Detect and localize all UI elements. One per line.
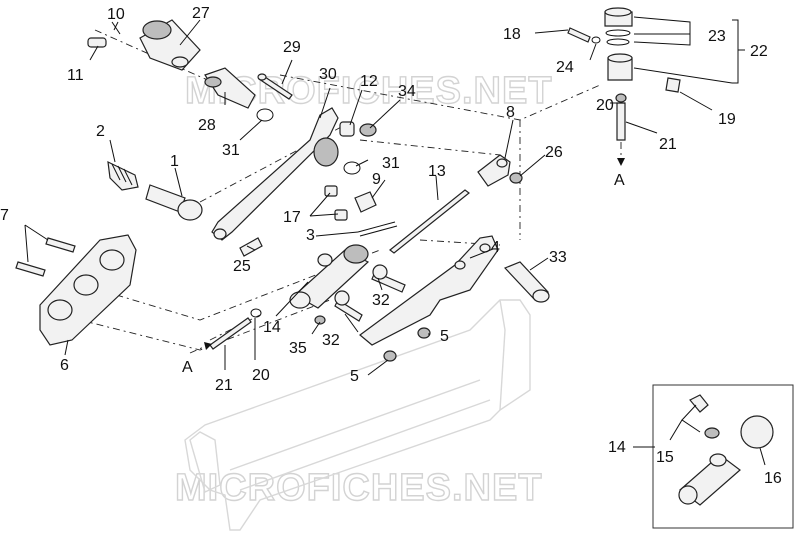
part-17-fitting-lower xyxy=(334,209,348,221)
label-1: 1 xyxy=(170,153,179,170)
part-19-bracket xyxy=(665,77,681,93)
label-31-mid: 31 xyxy=(382,155,400,172)
part-1-push-rod xyxy=(145,184,203,221)
label-14: 14 xyxy=(263,319,281,336)
label-28: 28 xyxy=(198,117,216,134)
part-20-clip-right xyxy=(615,93,627,103)
label-33: 33 xyxy=(549,249,567,266)
watermark-bottom: MICROFICHES.NET xyxy=(175,467,543,509)
label-19: 19 xyxy=(718,111,736,128)
part-31-washer-mid xyxy=(343,161,361,175)
inset-box xyxy=(652,384,794,529)
label-9: 9 xyxy=(372,171,381,188)
label-20-left: 20 xyxy=(252,367,270,384)
part-17-fitting-upper xyxy=(324,185,338,197)
label-5-lower: 5 xyxy=(350,368,359,385)
label-20-right: 20 xyxy=(596,97,614,114)
label-35: 35 xyxy=(289,340,307,357)
part-32-bolt-upper xyxy=(371,264,406,293)
frame-ghost xyxy=(184,299,531,531)
part-18-screw xyxy=(567,27,591,43)
label-29: 29 xyxy=(283,39,301,56)
part-11-clevis-pin xyxy=(87,37,107,48)
label-10: 10 xyxy=(107,6,125,23)
part-23-reservoir-cap xyxy=(604,7,633,46)
part-33-spacer xyxy=(503,261,550,303)
part-21-hose-left xyxy=(209,317,252,350)
part-22-reservoir xyxy=(607,53,633,81)
part-9-bush xyxy=(354,191,377,213)
label-A-right: A xyxy=(614,172,625,189)
label-17: 17 xyxy=(283,209,301,226)
part-21-hose-right xyxy=(616,102,626,141)
label-5-upper: 5 xyxy=(440,328,449,345)
label-3: 3 xyxy=(306,227,315,244)
label-24: 24 xyxy=(556,59,574,76)
label-25: 25 xyxy=(233,258,251,275)
part-7-bolt-lower xyxy=(15,261,46,277)
callout-labels: 10 27 11 29 30 12 34 28 31 2 1 31 9 13 8… xyxy=(0,5,782,487)
arrow-a-down xyxy=(617,142,625,166)
label-21-right: 21 xyxy=(659,136,677,153)
label-12: 12 xyxy=(360,73,378,90)
part-30-pedal-lever xyxy=(211,107,339,241)
arrow-a-left xyxy=(189,342,212,354)
label-32-lower: 32 xyxy=(322,332,340,349)
label-4: 4 xyxy=(491,239,500,256)
part-13-brake-rod xyxy=(389,189,470,254)
label-34: 34 xyxy=(398,83,416,100)
label-32-upper: 32 xyxy=(372,292,390,309)
label-23: 23 xyxy=(708,28,726,45)
label-11: 11 xyxy=(67,67,84,84)
part-5-nut-lower xyxy=(383,350,397,362)
label-31-top: 31 xyxy=(222,142,240,159)
part-10-cotter-pin xyxy=(111,21,121,35)
leader-lines xyxy=(24,16,766,466)
part-29-pivot-bolt xyxy=(257,73,293,100)
label-7: 7 xyxy=(0,207,9,224)
label-8: 8 xyxy=(506,104,515,121)
label-22: 22 xyxy=(750,43,768,60)
label-15: 15 xyxy=(656,449,674,466)
label-30: 30 xyxy=(319,66,337,83)
part-20-clip-left xyxy=(250,308,262,318)
part-5-nut-upper xyxy=(417,327,431,339)
part-34-washer xyxy=(359,123,377,137)
label-18: 18 xyxy=(503,26,521,43)
label-14-inset: 14 xyxy=(608,439,626,456)
label-27: 27 xyxy=(192,5,210,22)
part-31-washer-top xyxy=(256,108,274,122)
part-32-bolt-lower xyxy=(334,290,363,322)
part-28-fork xyxy=(204,67,256,109)
label-26: 26 xyxy=(545,144,563,161)
part-27-clevis-body xyxy=(139,19,201,71)
part-2-spring xyxy=(107,160,139,191)
part-35-nut xyxy=(314,315,326,325)
part-14-master-cylinder xyxy=(289,244,370,309)
part-25-screw xyxy=(239,237,263,257)
label-13: 13 xyxy=(428,163,446,180)
part-24-washer xyxy=(591,36,601,44)
label-2: 2 xyxy=(96,123,105,140)
part-7-bolt-upper xyxy=(45,237,76,253)
label-6: 6 xyxy=(60,357,69,374)
label-21-left: 21 xyxy=(215,377,233,394)
part-4-pedal-bracket xyxy=(359,235,499,346)
label-16: 16 xyxy=(764,470,782,487)
label-A-left: A xyxy=(182,359,193,376)
part-6-heel-plate xyxy=(39,234,137,346)
part-26-nut xyxy=(509,172,523,184)
part-3-return-spring xyxy=(357,221,398,237)
part-12-bush xyxy=(339,121,355,137)
part-8-rod-clevis xyxy=(477,154,511,187)
